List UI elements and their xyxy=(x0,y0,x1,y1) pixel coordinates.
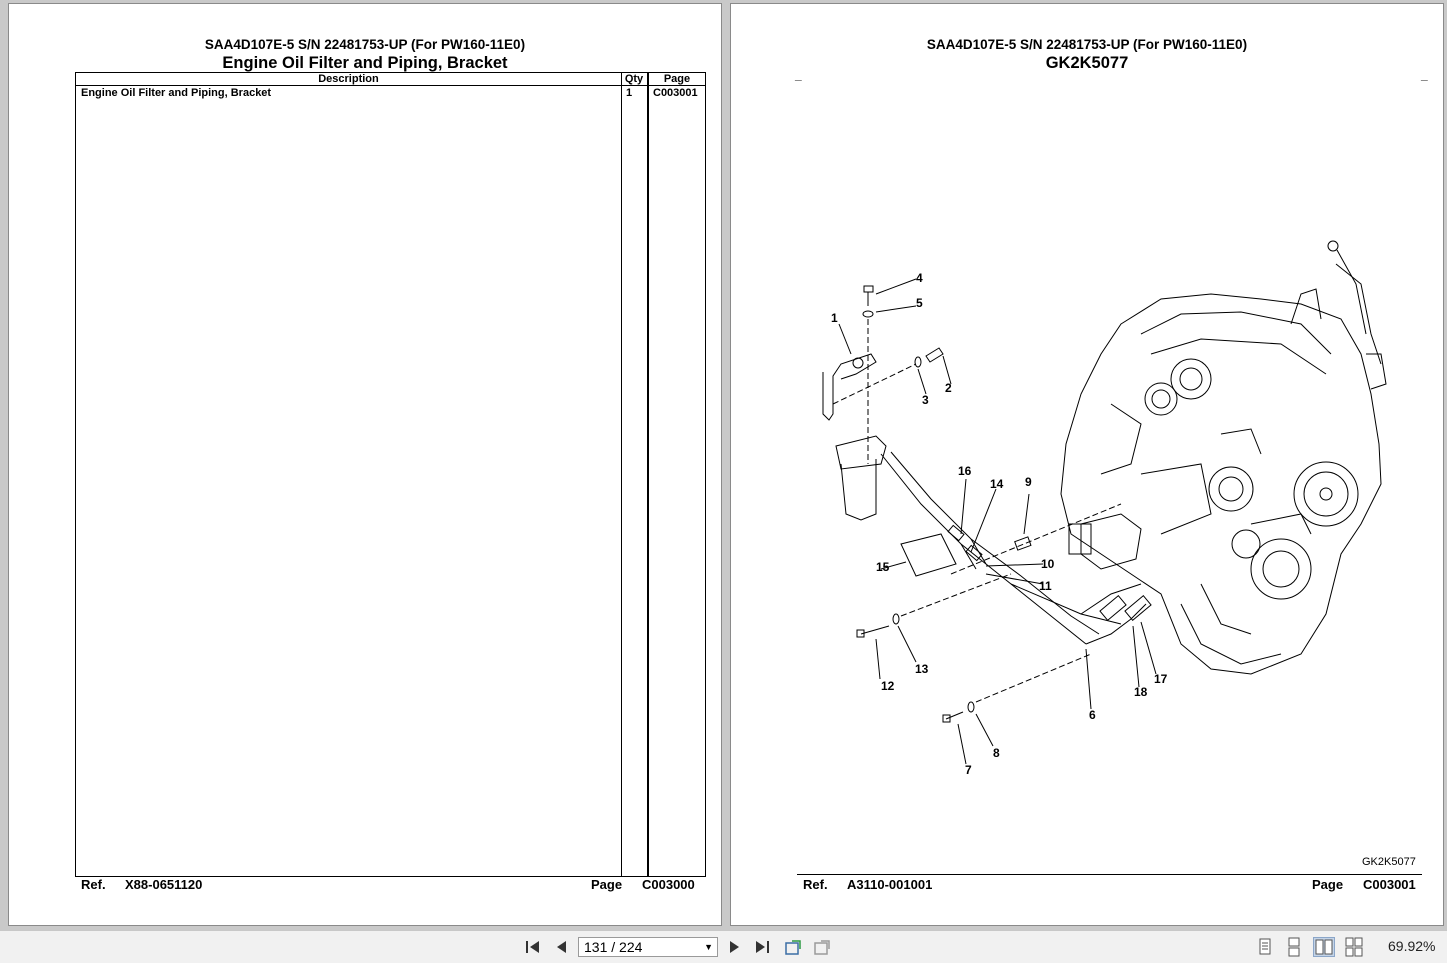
bracket-part xyxy=(822,353,877,421)
row-qty: 1 xyxy=(626,87,633,99)
left-footer-ref-label: Ref. xyxy=(81,877,106,892)
col-header-qty: Qty xyxy=(624,73,644,85)
row-page-link[interactable]: C003001 xyxy=(653,87,698,99)
chevron-down-icon[interactable]: ▼ xyxy=(704,942,713,952)
exploded-parts-diagram: 1 2 3 4 5 6 7 8 9 10 11 12 13 14 15 16 1… xyxy=(822,240,1387,777)
left-header-subtitle: Engine Oil Filter and Piping, Bracket xyxy=(222,54,508,72)
left-page: SAA4D107E-5 S/N 22481753-UP (For PW160-1… xyxy=(8,3,722,926)
corner-mark-right: _ xyxy=(1421,68,1428,82)
parts-table: Description Qty Page Engine Oil Filter a… xyxy=(75,72,706,877)
callout-4: 4 xyxy=(916,271,923,285)
viewer-toolbar: 131 / 224 ▼ 69.92% xyxy=(0,930,1447,963)
first-page-icon[interactable] xyxy=(522,937,544,957)
left-footer-page-value: C003000 xyxy=(642,877,695,892)
callout-10: 10 xyxy=(1041,557,1055,571)
engine-illustration xyxy=(1060,240,1387,675)
page-number-input[interactable]: 131 / 224 ▼ xyxy=(578,937,718,957)
single-page-view-icon[interactable] xyxy=(1254,937,1276,957)
callout-17: 17 xyxy=(1154,672,1168,686)
next-view-icon[interactable] xyxy=(812,937,834,957)
continuous-view-icon[interactable] xyxy=(1283,937,1305,957)
callout-2: 2 xyxy=(945,381,952,395)
right-footer-page-label: Page xyxy=(1312,877,1344,892)
footer-rule xyxy=(797,874,1422,875)
right-footer-ref-value: A3110-001001 xyxy=(847,877,933,892)
col-header-page: Page xyxy=(663,73,691,85)
col-header-description: Description xyxy=(318,73,379,85)
callout-7: 7 xyxy=(965,763,972,777)
page-indicator-text: 131 / 224 xyxy=(584,939,643,955)
zoom-level[interactable]: 69.92% xyxy=(1388,938,1436,954)
left-footer-page-label: Page xyxy=(591,877,623,892)
right-header-title: SAA4D107E-5 S/N 22481753-UP (For PW160-1… xyxy=(926,37,1248,52)
table-header-divider xyxy=(76,85,705,86)
oil-filter-part xyxy=(840,459,877,521)
callout-3: 3 xyxy=(922,393,929,407)
callout-15: 15 xyxy=(876,560,890,574)
last-page-icon[interactable] xyxy=(752,937,774,957)
left-header-title: SAA4D107E-5 S/N 22481753-UP (For PW160-1… xyxy=(204,37,526,52)
right-footer-page-value: C003001 xyxy=(1363,877,1416,892)
callout-13: 13 xyxy=(915,662,929,676)
callout-6: 6 xyxy=(1089,708,1096,722)
callout-18: 18 xyxy=(1134,685,1148,699)
corner-mark-left: _ xyxy=(795,68,802,82)
row-description[interactable]: Engine Oil Filter and Piping, Bracket xyxy=(81,87,272,99)
callout-5: 5 xyxy=(916,296,923,310)
diagram-id-caption: GK2K5077 xyxy=(1362,856,1416,868)
previous-view-icon[interactable] xyxy=(783,937,805,957)
callout-14: 14 xyxy=(990,477,1004,491)
prev-page-icon[interactable] xyxy=(550,937,572,957)
right-header-subtitle: GK2K5077 xyxy=(1045,54,1129,72)
col-divider-qty xyxy=(621,73,622,876)
diagram-callouts: 1 2 3 4 5 6 7 8 9 10 11 12 13 14 15 16 1… xyxy=(831,271,1168,777)
callout-12: 12 xyxy=(881,679,895,693)
callout-9: 9 xyxy=(1025,475,1032,489)
left-footer-ref-value: X88-0651120 xyxy=(125,877,203,892)
right-page: SAA4D107E-5 S/N 22481753-UP (For PW160-1… xyxy=(730,3,1444,926)
continuous-facing-view-icon[interactable] xyxy=(1343,937,1365,957)
callout-16: 16 xyxy=(958,464,972,478)
next-page-icon[interactable] xyxy=(724,937,746,957)
callout-11: 11 xyxy=(1039,579,1052,593)
facing-view-icon[interactable] xyxy=(1313,937,1335,957)
callout-8: 8 xyxy=(993,746,1000,760)
right-footer-ref-label: Ref. xyxy=(803,877,828,892)
callout-1: 1 xyxy=(831,311,838,325)
col-divider-page xyxy=(647,73,649,876)
